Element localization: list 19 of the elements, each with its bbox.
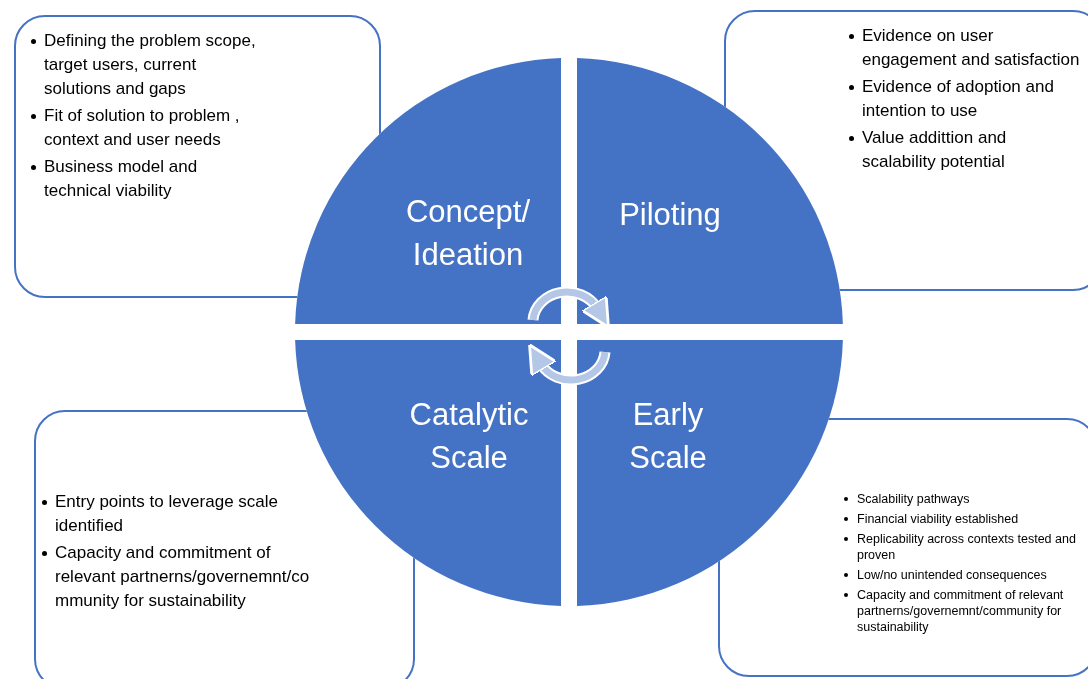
- bullet-text: Scalability pathways: [857, 492, 970, 506]
- bullet-text: Low/no unintended consequences: [857, 568, 1047, 582]
- bullet-text: Value addittion and scalability potential: [862, 128, 1007, 171]
- bullet-text: Entry points to leverage scale identified: [55, 492, 278, 535]
- bullet-text: Evidence on user engagement and satisfaction: [862, 26, 1080, 69]
- stage-label: Piloting: [618, 196, 722, 234]
- stage-label: Concept/ Ideation: [404, 193, 532, 274]
- bullet-text: Replicability across contexts tested and proven: [857, 532, 1076, 562]
- bullet-text: Capacity and commitment of relevant partnerns/governemnt/co mmunity for sustainability: [55, 543, 310, 610]
- cycle-arrow: [529, 288, 612, 328]
- bullet-text: Financial viability established: [857, 512, 1019, 526]
- cycle-arrow: [526, 344, 609, 384]
- stage-label: Catalytic Scale: [408, 396, 530, 477]
- bullet-text: Fit of solution to problem , context and user needs: [44, 106, 240, 149]
- bullet-text: Evidence of adoption and intention to use: [862, 77, 1054, 120]
- bullet-text: Capacity and commitment of relevant partnerns/governemnt/community for sustainability: [857, 588, 1064, 634]
- stage-label: Early Scale: [628, 396, 708, 477]
- bullet-text: Defining the problem scope, target users, current solutions and gaps: [44, 31, 256, 98]
- bullet-text: Business model and technical viability: [44, 157, 198, 200]
